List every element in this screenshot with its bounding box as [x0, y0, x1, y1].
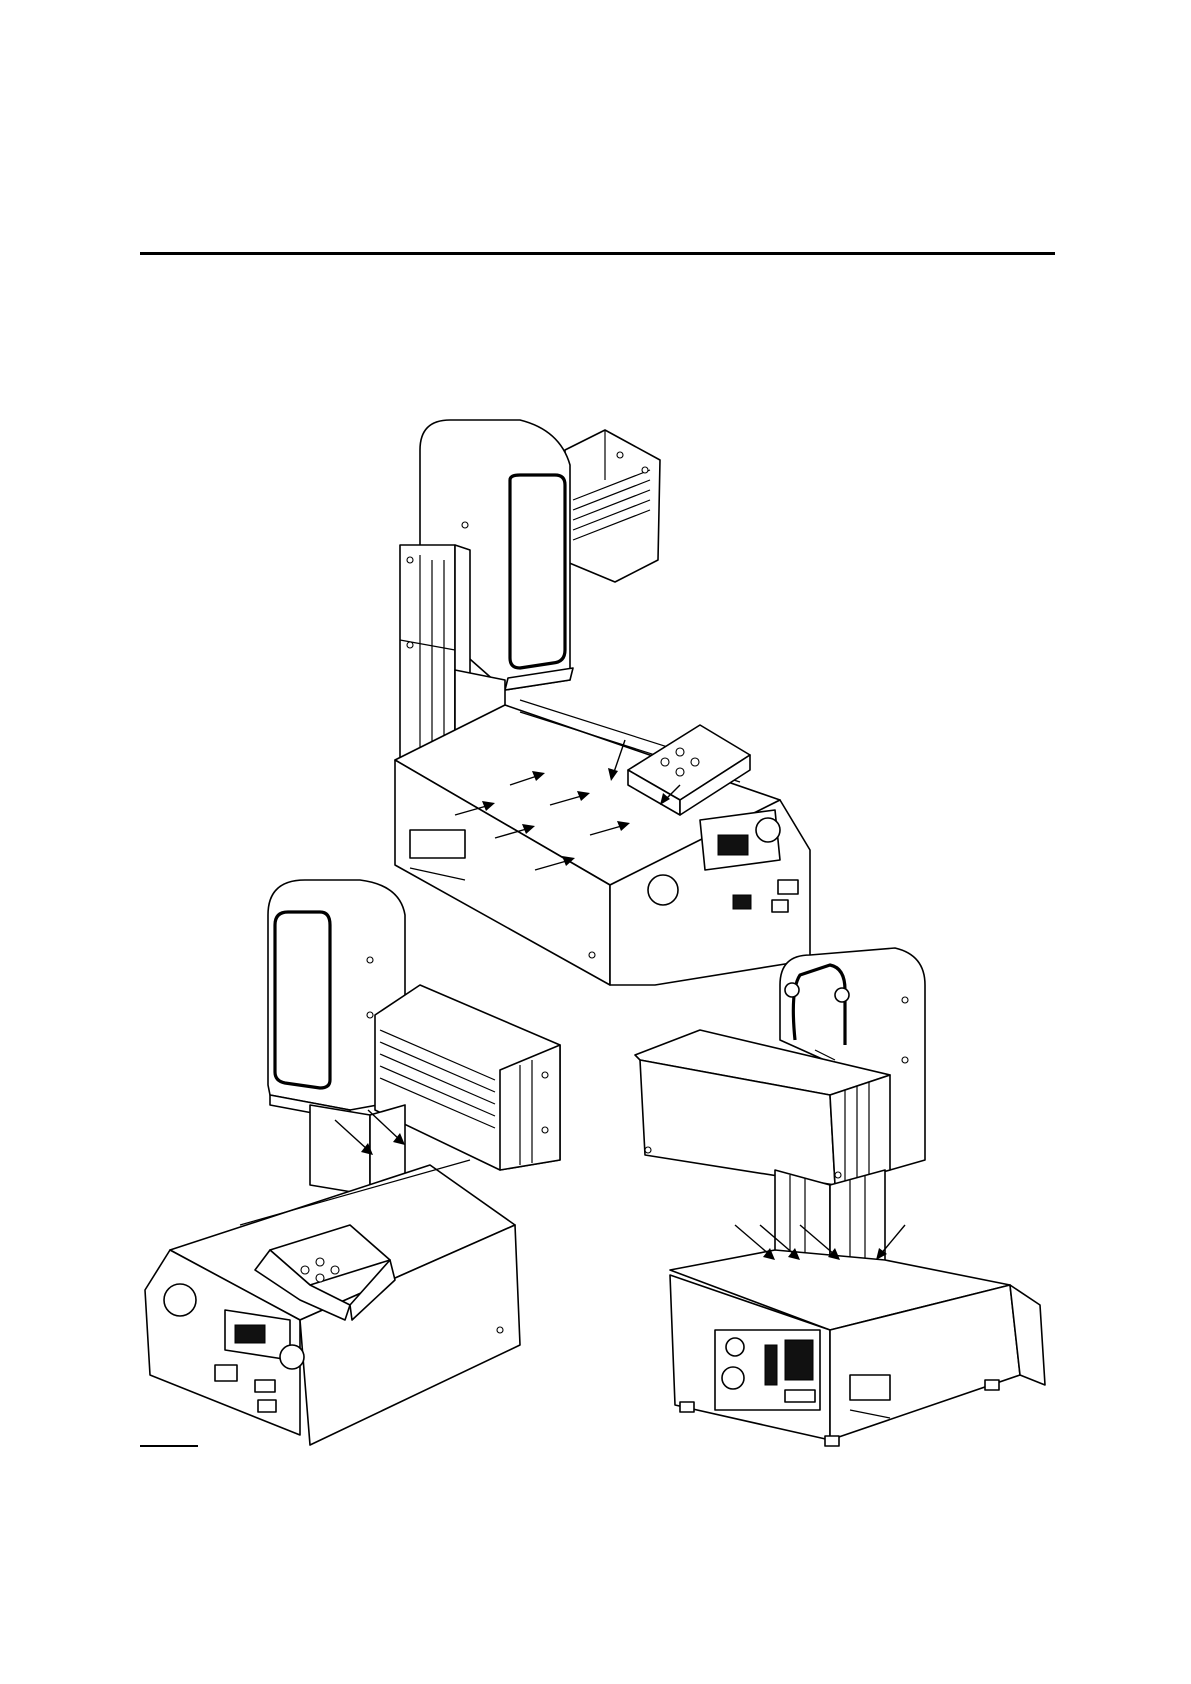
figure-rear-view	[635, 948, 1045, 1446]
figure-rule	[140, 1445, 198, 1447]
base-left	[145, 1160, 520, 1445]
base-rear	[670, 1250, 1045, 1446]
figure-front-right-view	[395, 420, 810, 985]
y-arm	[565, 430, 660, 582]
figure-front-left-view	[145, 880, 560, 1445]
base	[395, 700, 810, 985]
